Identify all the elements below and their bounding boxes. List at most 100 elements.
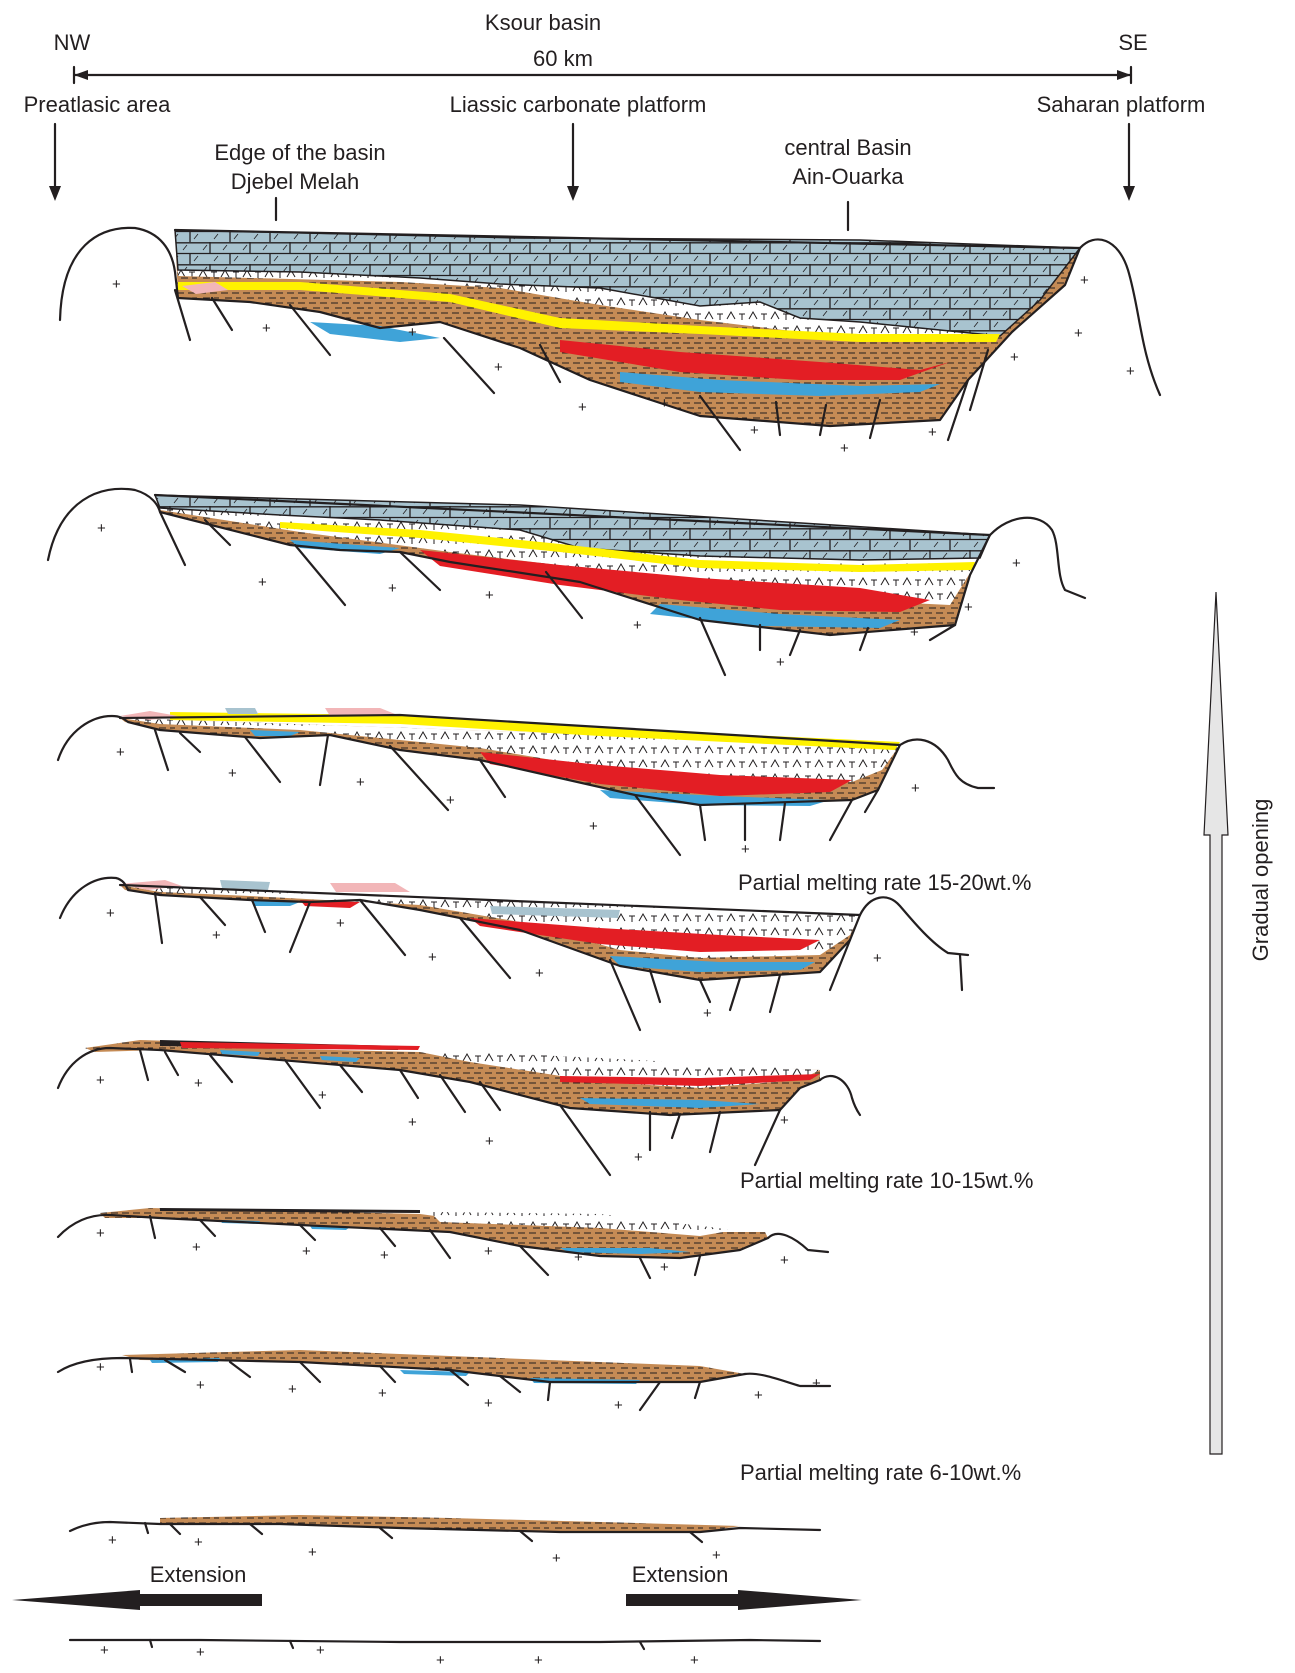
svg-text:+: + [780, 1252, 789, 1269]
svg-text:+: + [408, 324, 417, 341]
liassic-label: Liassic carbonate platform [450, 92, 707, 117]
svg-text:+: + [534, 1652, 543, 1669]
svg-text:+: + [964, 599, 973, 616]
stage-7-section [58, 1350, 830, 1386]
melting-rate-mid-label: Partial melting rate 10-15wt.% [740, 1168, 1033, 1193]
svg-text:+: + [258, 574, 267, 591]
down-arrow-saharan [1123, 124, 1135, 201]
stage-3-section [58, 708, 994, 806]
svg-text:+: + [741, 841, 750, 858]
svg-text:+: + [1080, 272, 1089, 289]
svg-text:+: + [96, 1072, 105, 1089]
svg-text:+: + [690, 1652, 699, 1669]
svg-text:+: + [194, 1534, 203, 1551]
svg-text:+: + [1074, 325, 1083, 342]
svg-text:+: + [660, 395, 669, 412]
svg-text:+: + [446, 792, 455, 809]
scale-bar [74, 67, 1131, 83]
se-label: SE [1118, 30, 1147, 55]
stage-6-section [58, 1208, 828, 1258]
svg-text:+: + [112, 276, 121, 293]
svg-text:+: + [750, 422, 759, 439]
svg-text:+: + [436, 1652, 445, 1669]
svg-text:+: + [96, 1225, 105, 1242]
down-arrow-liassic [567, 124, 579, 201]
svg-text:+: + [308, 1544, 317, 1561]
svg-text:+: + [928, 424, 937, 441]
scale-label: 60 km [533, 46, 593, 71]
svg-text:+: + [1010, 349, 1019, 366]
saharan-label: Saharan platform [1037, 92, 1206, 117]
svg-text:+: + [840, 440, 849, 457]
svg-text:+: + [196, 1644, 205, 1661]
nw-label: NW [54, 30, 91, 55]
svg-text:+: + [194, 1075, 203, 1092]
svg-text:+: + [484, 1243, 493, 1260]
svg-text:+: + [302, 1243, 311, 1260]
svg-text:+: + [634, 1149, 643, 1166]
svg-text:+: + [288, 1381, 297, 1398]
svg-text:+: + [262, 320, 271, 337]
extension-right-label: Extension [632, 1562, 729, 1587]
svg-text:+: + [660, 1259, 669, 1276]
preatlasic-label: Preatlasic area [24, 92, 172, 117]
melting-rate-low-label: Partial melting rate 6-10wt.% [740, 1460, 1021, 1485]
svg-text:+: + [106, 905, 115, 922]
svg-text:+: + [228, 765, 237, 782]
svg-text:+: + [97, 520, 106, 537]
svg-text:+: + [776, 654, 785, 671]
gradual-opening-arrow [1204, 592, 1228, 1454]
svg-text:+: + [911, 780, 920, 797]
svg-text:+: + [408, 1114, 417, 1131]
svg-text:+: + [316, 1642, 325, 1659]
svg-text:+: + [873, 950, 882, 967]
svg-text:+: + [380, 1247, 389, 1264]
stage-9-basement-marks: + + + + + + [100, 1642, 699, 1669]
svg-text:+: + [212, 927, 221, 944]
svg-text:+: + [578, 399, 587, 416]
extension-left-label: Extension [150, 1562, 247, 1587]
svg-text:+: + [192, 1239, 201, 1256]
svg-text:+: + [336, 915, 345, 932]
down-arrow-preatlasic [49, 124, 61, 201]
ain-ouarka-label: Ain-Ouarka [792, 164, 904, 189]
svg-text:+: + [910, 624, 919, 641]
svg-text:+: + [589, 818, 598, 835]
svg-text:+: + [812, 1375, 821, 1392]
svg-text:+: + [484, 1395, 493, 1412]
melting-rate-high-label: Partial melting rate 15-20wt.% [738, 870, 1031, 895]
svg-text:+: + [378, 1385, 387, 1402]
svg-text:+: + [780, 1112, 789, 1129]
extension-right-arrow [626, 1590, 862, 1610]
svg-text:+: + [633, 617, 642, 634]
extension-left-arrow [12, 1590, 262, 1610]
svg-text:+: + [356, 774, 365, 791]
svg-text:+: + [196, 1377, 205, 1394]
stage-1-section [60, 228, 1160, 426]
gradual-opening-label: Gradual opening [1248, 799, 1273, 962]
svg-text:+: + [1126, 363, 1135, 380]
stage-8-section [70, 1515, 820, 1532]
svg-text:+: + [535, 965, 544, 982]
central-basin-label: central Basin [784, 135, 911, 160]
svg-text:+: + [614, 1397, 623, 1414]
svg-text:+: + [552, 1550, 561, 1567]
edge-basin-label: Edge of the basin [214, 140, 385, 165]
stage-9-section [70, 1640, 820, 1649]
basin-name-label: Ksour basin [485, 10, 601, 35]
svg-text:+: + [428, 949, 437, 966]
svg-text:+: + [485, 587, 494, 604]
svg-text:+: + [116, 744, 125, 761]
svg-text:+: + [703, 1005, 712, 1022]
stage-2-section [48, 489, 1085, 635]
svg-text:+: + [485, 1133, 494, 1150]
svg-text:+: + [108, 1532, 117, 1549]
svg-text:+: + [96, 1359, 105, 1376]
djebel-melah-label: Djebel Melah [231, 169, 359, 194]
svg-text:+: + [574, 1249, 583, 1266]
svg-text:+: + [388, 580, 397, 597]
svg-text:+: + [754, 1387, 763, 1404]
svg-text:+: + [100, 1642, 109, 1659]
svg-text:+: + [494, 359, 503, 376]
